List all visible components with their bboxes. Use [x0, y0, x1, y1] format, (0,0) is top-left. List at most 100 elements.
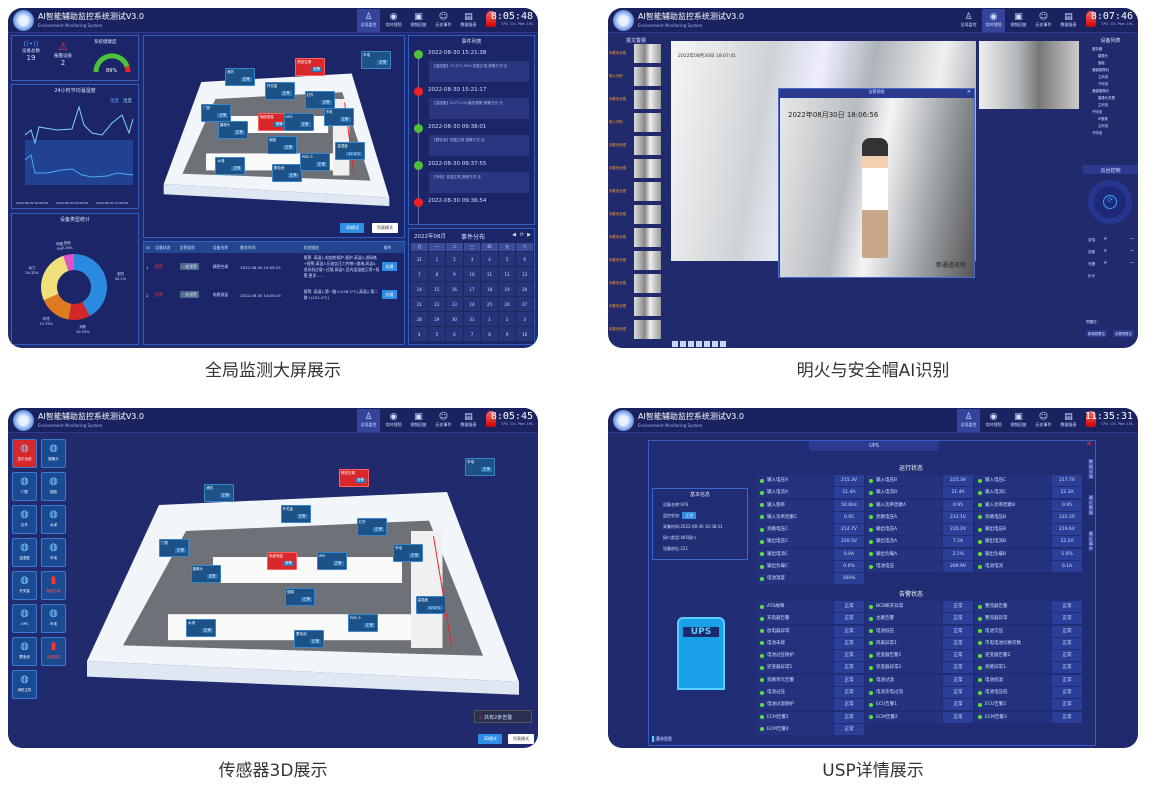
sidebar-item-water[interactable]: ◍水浸 [41, 505, 66, 534]
sidebar-item-home[interactable]: ◍显示全部 [12, 439, 37, 468]
alert-text[interactable]: 未戴安全帽 [609, 281, 626, 285]
nav-person-monitor[interactable]: ♙全局监控 [357, 409, 380, 432]
alert-text[interactable]: 明火识别 [609, 120, 623, 124]
nav-history[interactable]: ☺历史事件 [432, 9, 455, 32]
sidebar-item-switch[interactable]: ◍开关量 [12, 571, 37, 600]
refresh-icon[interactable]: ⟳ [519, 232, 524, 238]
calendar-day[interactable]: 8 [427, 266, 447, 282]
footer-tab[interactable]: 基本信息 [652, 736, 672, 742]
calendar-day[interactable]: 22 [427, 296, 447, 312]
ptz-plus-button[interactable]: + [1103, 248, 1108, 254]
room-3d-view[interactable] [159, 48, 394, 218]
nav-playback[interactable]: ▣视频回放 [407, 9, 430, 32]
alert-thumbnail[interactable] [634, 274, 661, 293]
calendar-day[interactable]: 31 [410, 251, 429, 267]
calendar-day[interactable]: 10 [462, 266, 482, 282]
nav-camera[interactable]: ◉实时视频 [982, 9, 1005, 32]
calendar-day[interactable]: 7 [462, 326, 482, 342]
tree-node[interactable]: 主码流 [1098, 103, 1109, 107]
nav-camera[interactable]: ◉实时视频 [382, 409, 405, 432]
calendar-day[interactable]: 6 [445, 326, 464, 342]
alert-thumbnail[interactable] [634, 113, 661, 132]
room-3d-view[interactable] [78, 453, 528, 713]
device-tag[interactable]: 消防正常 [204, 484, 234, 503]
device-tag[interactable]: 蓄电池正常 [294, 629, 324, 648]
nav-history[interactable]: ☺历史事件 [1032, 9, 1055, 32]
alert-text[interactable]: 未戴安全帽 [609, 235, 626, 239]
device-tag[interactable]: 门禁正常 [159, 538, 189, 557]
alarm-light-icon[interactable] [486, 11, 496, 27]
side-tab[interactable]: 最近事件 [1088, 531, 1094, 551]
calendar-day[interactable]: 25 [480, 296, 499, 312]
sidebar-item-fire-host[interactable]: ◍消防主机 [12, 670, 37, 699]
nav-playback[interactable]: ▣视频回放 [1007, 409, 1030, 432]
calendar-day[interactable]: 1 [427, 251, 447, 267]
alert-thumbnail[interactable] [634, 44, 661, 63]
event-text[interactable]: 【温湿度】0.0°C-0%,触发报警,报警方式:无 [429, 98, 529, 119]
calendar-day[interactable]: 23 [445, 296, 464, 312]
nav-report[interactable]: ▤数据报表 [457, 9, 480, 32]
sidebar-item-cable[interactable]: ▮电缆测温 [41, 637, 66, 666]
device-tag[interactable]: 消防正常 [224, 68, 255, 87]
tree-node[interactable]: 子码流 [1092, 131, 1103, 135]
nav-camera[interactable]: ◉实时视频 [382, 9, 405, 32]
3d-mode-button[interactable]: 3D模式 [340, 223, 364, 233]
alert-text[interactable]: 未戴安全帽 [609, 258, 626, 262]
layout-grid-button[interactable] [680, 341, 686, 347]
calendar-day[interactable]: 13 [515, 266, 534, 282]
calendar-day[interactable]: 10 [515, 326, 534, 342]
layout-grid-button[interactable] [688, 341, 694, 347]
alert-thumbnail[interactable] [634, 90, 661, 109]
device-tag[interactable]: 红外正常 [304, 90, 335, 109]
preset-button[interactable]: 设置预置位 [1113, 330, 1134, 337]
tree-node[interactable]: 面板 [1098, 61, 1105, 65]
sidebar-item-camera[interactable]: ◍摄像头 [41, 439, 66, 468]
ptz-plus-button[interactable]: + [1103, 260, 1108, 266]
alert-thumbnail[interactable] [634, 182, 661, 201]
device-tag[interactable]: 精密空调报警 [339, 468, 369, 487]
alert-text[interactable]: 未戴安全帽 [609, 189, 626, 193]
tree-node[interactable]: 通道摄像机 [1092, 68, 1109, 72]
alarm-count-badge[interactable]: ⚠ 共有2条告警 [474, 710, 532, 723]
popup-close-icon[interactable]: ✕ [966, 89, 971, 95]
alert-text[interactable]: 未戴安全帽 [609, 143, 626, 147]
device-tag[interactable]: 水浸正常 [186, 619, 216, 638]
tree-node[interactable]: IP摄像 [1098, 117, 1108, 121]
tree-node[interactable]: 子码流 [1098, 82, 1109, 86]
alert-text[interactable]: 明火识别 [609, 74, 623, 78]
calendar-day[interactable]: 9 [497, 326, 517, 342]
calendar-day[interactable]: 3 [462, 251, 482, 267]
alert-thumbnail[interactable] [634, 136, 661, 155]
ptz-minus-button[interactable]: − [1130, 236, 1135, 242]
nav-report[interactable]: ▤数据报表 [457, 409, 480, 432]
sidebar-item-battery[interactable]: ◍蓄电池 [12, 637, 37, 666]
layout-grid-button[interactable] [696, 341, 702, 347]
side-tab[interactable]: 最近数据 [1088, 495, 1094, 515]
calendar-day[interactable]: 12 [497, 266, 517, 282]
side-video[interactable] [979, 41, 1079, 109]
alert-text[interactable]: 未戴安全帽 [609, 166, 626, 170]
tree-node[interactable]: 摄像头 [1098, 54, 1109, 58]
alarm-light-icon[interactable] [1086, 411, 1096, 427]
sidebar-item-meter[interactable]: ◍市电 [41, 604, 66, 633]
ptz-minus-button[interactable]: − [1130, 248, 1135, 254]
device-tag[interactable]: 蓄电池正常 [271, 163, 302, 182]
calendar-day[interactable]: 8 [480, 326, 499, 342]
sidebar-item-thermometer[interactable]: ◍温湿度 [12, 538, 37, 567]
nav-history[interactable]: ☺历史事件 [1032, 409, 1055, 432]
sidebar-item-aircon[interactable]: ▮精密空调 [41, 571, 66, 600]
device-tag[interactable]: 烟感正常 [267, 136, 298, 155]
calendar-day[interactable]: 5 [427, 326, 447, 342]
layout-grid-button[interactable] [672, 341, 678, 347]
nav-person-monitor[interactable]: ♙全局监控 [357, 9, 380, 32]
nav-camera[interactable]: ◉实时视频 [982, 409, 1005, 432]
nav-playback[interactable]: ▣视频回放 [407, 409, 430, 432]
side-tab[interactable]: 数据详情 [1088, 459, 1094, 479]
tree-node[interactable]: 摄像头布置 [1098, 96, 1115, 100]
device-tag[interactable]: 市电正常 [361, 51, 392, 70]
handle-button[interactable]: 处理 [381, 290, 398, 299]
